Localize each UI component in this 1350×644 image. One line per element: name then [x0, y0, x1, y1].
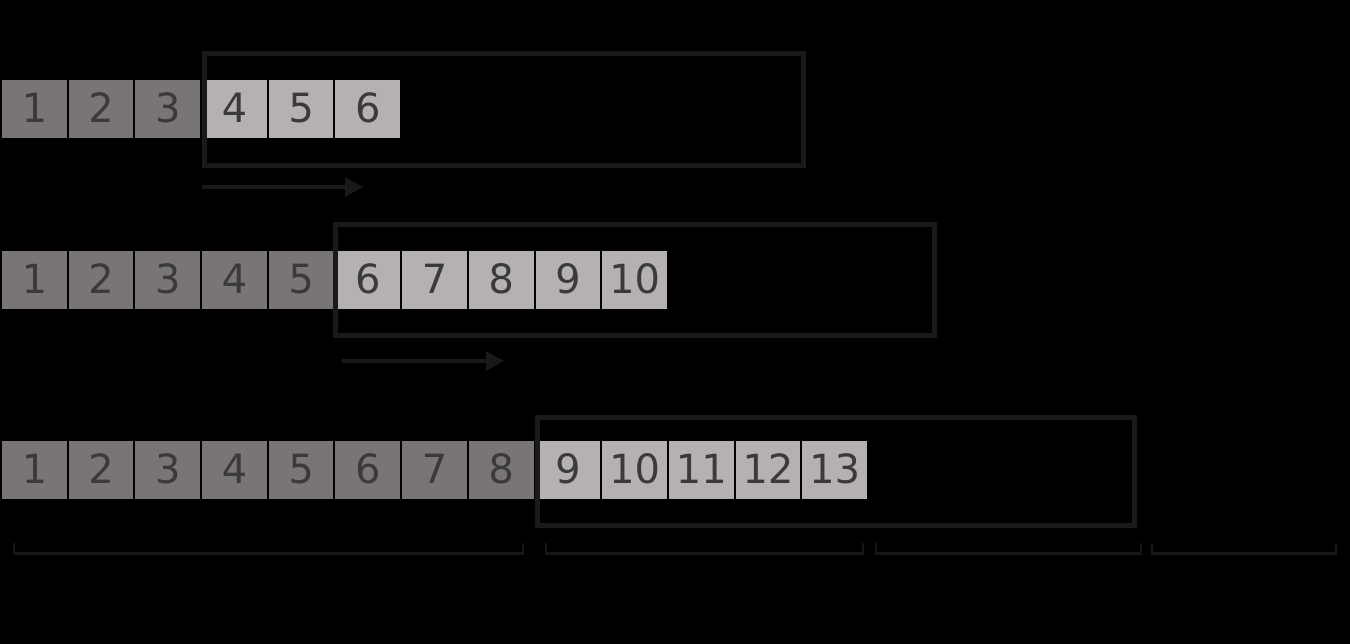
arrow-shaft	[342, 359, 486, 363]
send-window-outline	[202, 51, 806, 168]
seq-box-1: 1	[2, 441, 67, 499]
arrow-head	[486, 351, 504, 371]
seq-box-4: 4	[202, 441, 267, 499]
seq-box-9: 9	[535, 251, 601, 309]
seq-box-11: 11	[668, 441, 734, 499]
seq-box-6: 6	[335, 251, 401, 309]
seq-box-3: 3	[135, 80, 201, 138]
range-bracket-3	[875, 543, 1142, 555]
seq-box-12: 12	[735, 441, 801, 499]
seq-box-7: 7	[402, 441, 467, 499]
seq-box-8: 8	[468, 251, 534, 309]
seq-box-4: 4	[202, 80, 267, 138]
seq-box-2: 2	[68, 251, 134, 309]
seq-box-5: 5	[268, 251, 334, 309]
send-window-outline	[333, 222, 937, 338]
seq-box-7: 7	[402, 251, 467, 309]
seq-box-10: 10	[602, 441, 667, 499]
seq-box-3: 3	[135, 251, 201, 309]
seq-box-10: 10	[602, 251, 667, 309]
send-window-outline	[535, 415, 1137, 528]
seq-box-1: 1	[2, 80, 67, 138]
seq-box-2: 2	[68, 80, 134, 138]
seq-box-6: 6	[335, 80, 401, 138]
seq-box-1: 1	[2, 251, 67, 309]
arrow-head	[345, 177, 363, 197]
seq-box-8: 8	[468, 441, 534, 499]
seq-box-9: 9	[535, 441, 601, 499]
range-bracket-1	[13, 543, 524, 555]
seq-box-5: 5	[268, 441, 334, 499]
seq-box-2: 2	[68, 441, 134, 499]
range-bracket-2	[545, 543, 864, 555]
seq-box-13: 13	[802, 441, 867, 499]
arrow-shaft	[202, 185, 345, 189]
seq-box-5: 5	[268, 80, 334, 138]
seq-box-6: 6	[335, 441, 401, 499]
seq-box-3: 3	[135, 441, 201, 499]
seq-box-4: 4	[202, 251, 267, 309]
range-bracket-4	[1151, 543, 1337, 555]
